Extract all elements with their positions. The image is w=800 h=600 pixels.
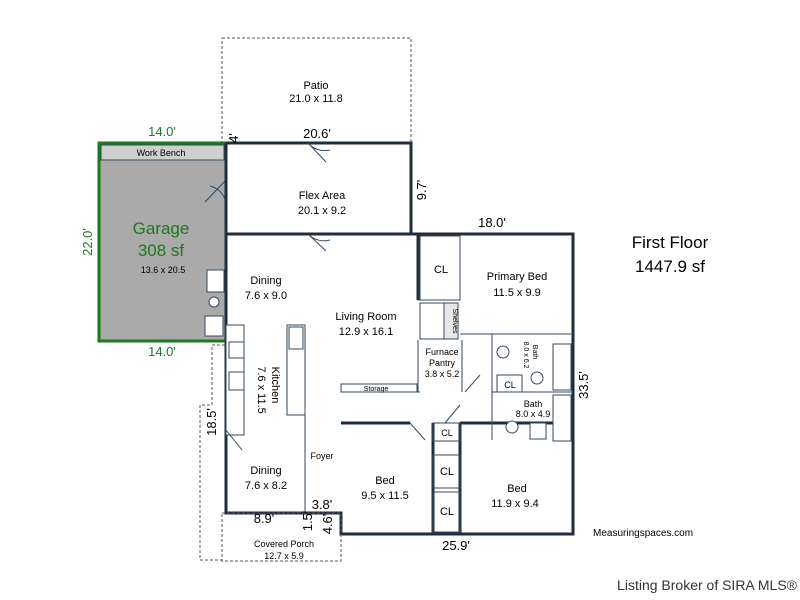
door-flex — [307, 233, 331, 252]
garage-appliance — [206, 269, 225, 293]
door-front — [225, 429, 243, 451]
side-outline — [199, 344, 225, 561]
garage-size: 13.6 x 20.5 — [141, 265, 186, 275]
closet-hall — [432, 422, 461, 442]
shelves — [443, 302, 459, 340]
dim-porch-step-v2: 4.6' — [320, 514, 335, 535]
porch-size: 12.7 x 5.9 — [264, 551, 304, 561]
dining1-size: 7.6 x 9.0 — [245, 290, 287, 302]
closet-hall-label: CL — [441, 428, 453, 438]
door-bed1 — [409, 422, 426, 441]
bathtub-1 — [552, 343, 572, 391]
bath1-sink — [496, 345, 510, 359]
closet-bed1 — [432, 454, 461, 489]
kitchen-size: 7.6 x 11.5 — [255, 366, 267, 414]
kitchen-sink — [228, 371, 245, 391]
dining1-label: Dining — [250, 275, 281, 287]
bed1-label: Bed — [375, 475, 395, 487]
credit-text: Measuringspaces.com — [593, 528, 693, 539]
work-bench-label: Work Bench — [137, 148, 186, 158]
kitchen-stove — [228, 341, 245, 359]
door-patio — [307, 142, 331, 163]
bed2-size: 11.9 x 9.4 — [491, 498, 539, 510]
porch-outline — [221, 512, 342, 562]
living-size: 12.9 x 16.1 — [339, 326, 393, 338]
garage-sink — [204, 315, 224, 337]
closet-bath-label: CL — [504, 380, 516, 390]
living-label: Living Room — [335, 311, 396, 323]
closet-bed1-label: CL — [440, 466, 454, 478]
door-primary — [464, 374, 481, 393]
flex-size: 20.1 x 9.2 — [298, 205, 346, 217]
garage-area — [97, 141, 228, 343]
dim-bottom-left: 8.9' — [254, 511, 275, 526]
garage-area-label: 308 sf — [138, 241, 185, 260]
bath1-label: Bath — [531, 345, 538, 360]
bath2-size: 8.0 x 4.9 — [516, 409, 551, 419]
closet-primary-label: CL — [434, 264, 448, 276]
primary-label: Primary Bed — [487, 271, 548, 283]
bath2-label: Bath — [524, 399, 543, 409]
broker-text: Listing Broker of SIRA MLS® — [617, 577, 798, 593]
closet-bed2-label: CL — [440, 506, 454, 518]
patio-label: Patio — [303, 80, 328, 92]
storage — [340, 383, 418, 393]
fireplace — [419, 302, 445, 340]
dim-bottom-right: 25.9' — [442, 538, 470, 553]
dim-right-side: 33.5' — [576, 371, 591, 399]
closet-primary — [419, 235, 461, 301]
bed2-label: Bed — [507, 483, 527, 495]
dim-left-side: 18.5' — [204, 408, 219, 436]
closet-bed2 — [432, 491, 461, 533]
dining2-size: 7.6 x 8.2 — [245, 480, 287, 492]
dim-garage-left: 22.0' — [80, 228, 95, 256]
garage-name: Garage — [133, 219, 190, 238]
dim-porch-step-v1: 1.5' — [300, 511, 315, 532]
dim-garage-bottom: 14.0' — [148, 344, 176, 359]
foyer-label: Foyer — [310, 451, 333, 461]
bath2-toilet — [505, 420, 519, 434]
closet-bath — [496, 374, 523, 393]
kitchen-label: Kitchen — [269, 367, 281, 404]
pantry-label: Pantry — [429, 358, 456, 368]
garage-water-heater — [208, 296, 220, 308]
dim-patio-step: 4' — [226, 133, 241, 143]
bath1-size: 8.0 x 6.2 — [522, 342, 529, 369]
dining2-label: Dining — [250, 465, 281, 477]
door-bed2 — [444, 404, 461, 424]
work-bench — [100, 144, 225, 161]
shelves-label: Shelves — [451, 309, 458, 334]
dim-primary-top: 18.0' — [478, 215, 506, 230]
storage-label: Storage — [364, 386, 389, 393]
patio-size: 21.0 x 11.8 — [289, 93, 343, 105]
floor-area: 1447.9 sf — [635, 257, 705, 276]
dim-flex-top: 20.6' — [303, 126, 331, 141]
bed1-size: 9.5 x 11.5 — [361, 490, 409, 502]
furnace-label: Furnace — [425, 347, 458, 357]
bathtub-2 — [552, 394, 572, 442]
dim-porch-step-h: 3.8' — [312, 497, 333, 512]
furnace-size: 3.8 x 5.2 — [425, 369, 460, 379]
dim-garage-top: 14.0' — [148, 124, 176, 139]
primary-size: 11.5 x 9.9 — [493, 287, 541, 299]
porch-label: Covered Porch — [254, 539, 314, 549]
flex-label: Flex Area — [299, 190, 346, 202]
bath1-toilet — [530, 371, 544, 385]
dim-flex-right: 9.7' — [414, 180, 429, 201]
bath2-sink — [529, 422, 547, 440]
refrigerator — [288, 326, 304, 350]
floor-title: First Floor — [632, 233, 709, 252]
